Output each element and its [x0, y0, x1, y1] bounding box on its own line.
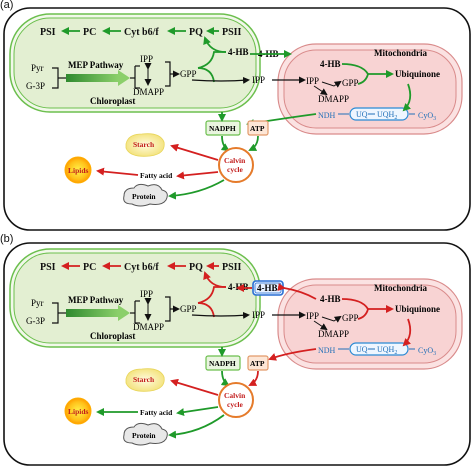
starch-label: Starch: [133, 140, 155, 149]
protein-cloud: [123, 422, 168, 446]
four-hb-chloro-label: 4-HB: [228, 282, 249, 292]
ipp-label: IPP: [140, 54, 153, 64]
psii-label: PSII: [222, 27, 242, 38]
mitochondria-inner: [283, 49, 457, 129]
fatty-acid-label: Fatty acid: [140, 408, 173, 417]
mito-dmapp-label: DMAPP: [318, 94, 349, 104]
calvin-cycle-ring: [218, 147, 254, 183]
uqh-label: UQH2: [377, 345, 397, 356]
g3p-label: G-3P: [26, 316, 45, 326]
starch-blob: [125, 133, 165, 157]
ubiquinone-label: Ubiquinone: [395, 69, 440, 79]
calvin-label-1: Calvin: [224, 391, 246, 400]
calvin-label-2: cycle: [227, 400, 243, 409]
psii-label: PSII: [222, 262, 242, 273]
pc-label: PC: [83, 27, 96, 38]
uq-label: UQ: [356, 345, 368, 354]
calvin-cycle-ring: [218, 382, 254, 418]
ndh-label: NDH: [318, 111, 336, 120]
lipids-circle: [64, 156, 92, 184]
ipp-label: IPP: [140, 289, 153, 299]
atp-box: [247, 355, 269, 371]
pq-label: PQ: [189, 262, 203, 273]
calvin-label-2: cycle: [227, 165, 243, 174]
panel-b-diagram: PSI PC Cyt b6/f PQ PSII 4-HB Pyr G-3P ME…: [3, 242, 471, 466]
pq-label: PQ: [189, 27, 203, 38]
g3p-label: G-3P: [26, 81, 45, 91]
mep-arrow-body: [66, 74, 118, 82]
atp-label: ATP: [250, 124, 265, 133]
uqh-label: UQH2: [377, 110, 397, 121]
protein-cloud: [123, 183, 168, 207]
starch-label: Starch: [133, 375, 155, 384]
lipids-circle: [64, 397, 92, 425]
lipids-label: Lipids: [68, 166, 89, 175]
mep-arrow-body: [66, 309, 118, 317]
mep-pathway-label: MEP Pathway: [68, 60, 124, 70]
atp-box: [247, 120, 269, 136]
nadph-label: NADPH: [209, 124, 236, 133]
uq-label: UQ: [356, 110, 368, 119]
protein-label: Protein: [132, 431, 156, 440]
four-hb-mito-label: 4-HB: [320, 294, 341, 304]
chloroplast-inner: [13, 17, 257, 109]
cyo-label: CyO3: [418, 346, 436, 357]
mitochondria-inner: [283, 284, 457, 364]
mito-ipp-label: IPP: [306, 311, 319, 321]
cyo-label: CyO3: [418, 111, 436, 122]
psi-label: PSI: [40, 27, 56, 38]
pyr-label: Pyr: [31, 298, 44, 308]
atp-label: ATP: [250, 359, 265, 368]
ipp-out-label: IPP: [252, 75, 265, 85]
uq-box: [349, 107, 409, 121]
lipids-label: Lipids: [68, 407, 89, 416]
panel-a-label: (a): [0, 0, 14, 11]
dmapp-label: DMAPP: [133, 87, 164, 97]
chloroplast-inner: [13, 252, 257, 344]
gpp-label: GPP: [180, 304, 197, 314]
psi-label: PSI: [40, 262, 56, 273]
ipp-out-label: IPP: [252, 310, 265, 320]
uq-box: [349, 342, 409, 356]
mito-dmapp-label: DMAPP: [318, 329, 349, 339]
pyr-label: Pyr: [31, 63, 44, 73]
starch-blob: [125, 368, 165, 392]
pc-label: PC: [83, 262, 96, 273]
ubiquinone-label: Ubiquinone: [395, 304, 440, 314]
gpp-label: GPP: [180, 69, 197, 79]
chloroplast-label: Chloroplast: [90, 331, 135, 341]
chloroplast-label: Chloroplast: [90, 96, 135, 106]
mito-ipp-label: IPP: [306, 76, 319, 86]
protein-label: Protein: [132, 192, 156, 201]
ndh-label: NDH: [318, 346, 336, 355]
cyt-label: Cyt b6/f: [124, 27, 159, 38]
mep-pathway-label: MEP Pathway: [68, 295, 124, 305]
fatty-acid-label: Fatty acid: [140, 171, 173, 180]
panel-b-label: (b): [0, 233, 14, 245]
four-hb-mid-label: 4-HB: [257, 283, 278, 293]
calvin-label-1: Calvin: [224, 156, 246, 165]
cyt-label: Cyt b6/f: [124, 262, 159, 273]
panel-a-diagram: PSI PC Cyt b6/f PQ PSII 4-HB Pyr G-3P ME…: [3, 7, 471, 231]
nadph-label: NADPH: [209, 359, 236, 368]
four-hb-chloro-label: 4-HB: [228, 47, 249, 57]
dmapp-label: DMAPP: [133, 322, 164, 332]
mito-title: Mitochondria: [374, 48, 427, 58]
mito-title: Mitochondria: [374, 283, 427, 293]
mito-gpp-label: GPP: [342, 78, 359, 88]
mito-gpp-label: GPP: [342, 313, 359, 323]
four-hb-mito-label: 4-HB: [320, 59, 341, 69]
